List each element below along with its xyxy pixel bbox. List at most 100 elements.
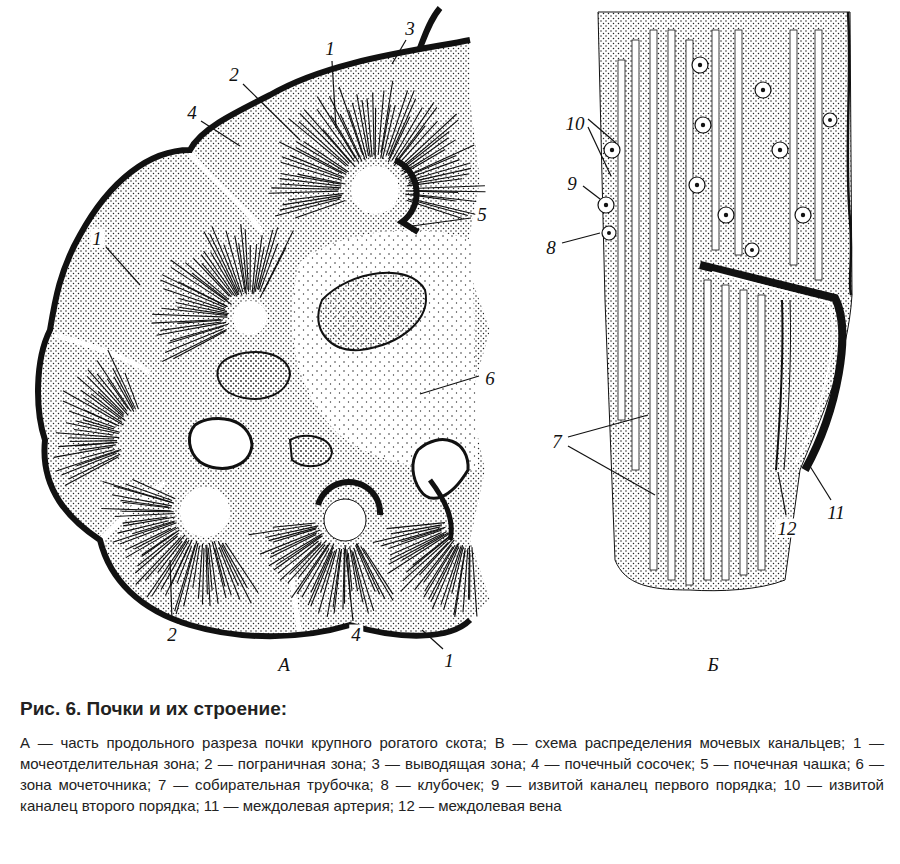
pyramid-ray bbox=[410, 194, 476, 201]
pyramid-ray bbox=[114, 377, 134, 412]
pyramid-ray bbox=[339, 87, 363, 155]
pyramid-ray bbox=[281, 162, 342, 180]
pyramid-ray bbox=[403, 539, 449, 581]
pyramid-ray bbox=[311, 551, 333, 605]
pyramid-ray bbox=[245, 229, 248, 292]
pyramid-ray bbox=[145, 535, 185, 581]
pyramid-ray bbox=[454, 548, 465, 615]
pyramid-ray bbox=[125, 373, 139, 409]
pyramid-ray bbox=[296, 147, 346, 174]
pyramid-ray bbox=[215, 548, 225, 586]
pyramid-ray bbox=[79, 445, 116, 450]
pyramid-ray bbox=[472, 547, 477, 616]
pyramid-ray bbox=[257, 230, 272, 289]
pyramid-ray bbox=[352, 550, 363, 602]
pyramid-ray bbox=[171, 267, 225, 302]
pyramid-ray bbox=[353, 552, 368, 613]
pyramid-ray bbox=[275, 199, 340, 216]
pyramid-ray bbox=[202, 549, 204, 605]
pyramid-ray bbox=[56, 450, 121, 472]
leader-lines bbox=[106, 40, 831, 649]
pyramid-ray bbox=[387, 523, 446, 529]
pyramid-ray bbox=[219, 547, 240, 599]
pyramid-ray bbox=[207, 545, 210, 606]
pyramid-ray bbox=[157, 322, 227, 335]
pyramid-ray bbox=[432, 546, 459, 609]
figure-title: Рис. 6. Почки и их строение: bbox=[20, 698, 287, 720]
pyramid-ray bbox=[80, 449, 114, 458]
pyramid-ray bbox=[304, 110, 350, 163]
pyramid-ray bbox=[349, 110, 366, 160]
pyramid-ray bbox=[160, 280, 225, 308]
pyramid-ray bbox=[206, 545, 207, 594]
callout-number: 9 bbox=[565, 174, 579, 193]
callout-number: 6 bbox=[483, 369, 497, 388]
pyramid-ray bbox=[97, 361, 131, 411]
pyramid-ray bbox=[327, 548, 340, 617]
pyramid-ray bbox=[375, 108, 376, 159]
pyramid-ray bbox=[401, 528, 444, 542]
pyramid-ray bbox=[354, 548, 374, 611]
pyramid-ray bbox=[224, 245, 242, 296]
pyramid-ray bbox=[122, 502, 171, 508]
pyramid-ray bbox=[406, 537, 449, 572]
pyramid-ray bbox=[58, 443, 114, 447]
callout-number: 8 bbox=[544, 238, 558, 257]
pyramid-ray bbox=[269, 191, 338, 193]
kidney-section bbox=[38, 8, 490, 636]
pyramid-ray bbox=[222, 545, 252, 604]
pyramid-ray bbox=[392, 107, 422, 160]
callout-number: 10 bbox=[564, 114, 587, 133]
pyramid-ray bbox=[260, 530, 320, 554]
pyramid-ray bbox=[388, 534, 449, 574]
callout-number: 2 bbox=[227, 65, 241, 84]
pyramid-ray bbox=[288, 194, 343, 200]
pyramid-ray bbox=[226, 231, 243, 292]
pyramid-ray bbox=[212, 542, 226, 598]
pyramid-ray bbox=[56, 433, 119, 438]
pyramid-ray bbox=[54, 447, 113, 458]
pyramid-ray bbox=[429, 544, 458, 600]
pyramid-ray bbox=[173, 331, 226, 359]
pyramid-ray bbox=[388, 90, 414, 155]
figure-caption: А — часть продольного разреза почки круп… bbox=[20, 732, 884, 816]
pyramid-ray bbox=[123, 517, 168, 523]
pyramid-ray bbox=[132, 480, 175, 499]
pyramid-ray bbox=[201, 255, 232, 296]
pyramid-ray bbox=[115, 514, 175, 517]
pyramid-ray bbox=[211, 252, 237, 296]
pyramid-ray bbox=[178, 282, 227, 307]
callout-number: 3 bbox=[403, 19, 417, 38]
callout-number: 1 bbox=[323, 39, 337, 58]
pyramid-ray bbox=[409, 163, 471, 180]
pyramid-ray bbox=[170, 324, 228, 340]
panel-letter: Б bbox=[705, 655, 720, 674]
pyramid-ray bbox=[70, 440, 117, 442]
pyramid-ray bbox=[168, 326, 224, 343]
pyramid-ray bbox=[152, 320, 221, 324]
callout-number: 1 bbox=[90, 229, 104, 248]
pyramid-ray bbox=[373, 527, 440, 543]
pyramid-ray bbox=[412, 186, 484, 189]
callout-number: 7 bbox=[550, 432, 564, 451]
pyramid-ray bbox=[204, 232, 238, 296]
pyramid-ray bbox=[161, 322, 222, 330]
pyramid-rays bbox=[54, 81, 486, 617]
pyramid-ray bbox=[402, 132, 450, 170]
pyramid-ray bbox=[68, 438, 113, 439]
pyramid-ray bbox=[373, 92, 374, 155]
pyramid-ray bbox=[367, 98, 372, 157]
pyramid-ray bbox=[108, 350, 136, 409]
pyramid-ray bbox=[264, 248, 286, 292]
pyramid-ray bbox=[204, 251, 235, 296]
pyramid-ray bbox=[123, 517, 175, 526]
pyramid-ray bbox=[271, 188, 339, 189]
callout-number: 4 bbox=[185, 103, 199, 122]
pyramid-ray bbox=[210, 234, 239, 295]
callout-number: 12 bbox=[776, 519, 799, 538]
callout-number: 5 bbox=[475, 205, 489, 224]
pyramid-ray bbox=[269, 528, 317, 541]
callout-number: 4 bbox=[349, 625, 363, 644]
pyramid-ray bbox=[397, 107, 437, 161]
pyramid-ray bbox=[343, 549, 344, 609]
